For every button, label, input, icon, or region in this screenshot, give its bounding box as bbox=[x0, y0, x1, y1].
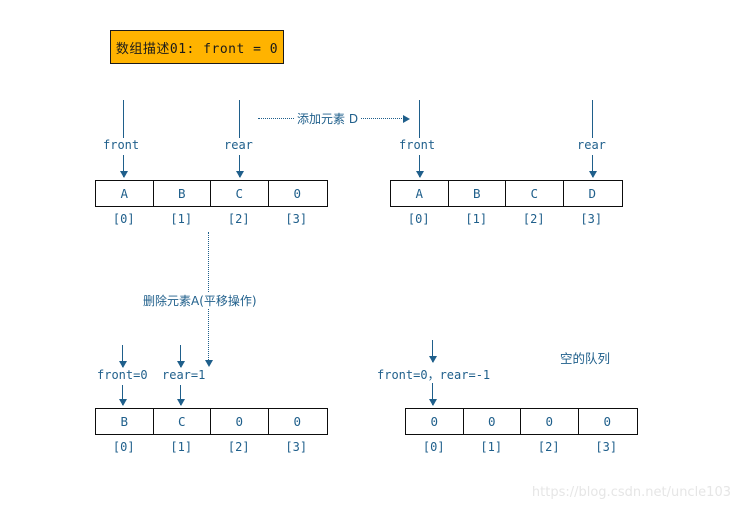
pointer-arrow-front-bottom-right bbox=[428, 383, 437, 406]
index-label: [0] bbox=[407, 212, 430, 226]
array-top-left: A B C 0 bbox=[95, 180, 328, 207]
label-empty-queue: 空的队列 bbox=[560, 351, 611, 366]
array-cell: A bbox=[96, 181, 154, 206]
index-label: [1] bbox=[170, 212, 193, 226]
array-cell: 0 bbox=[406, 409, 464, 434]
pointer-arrow-front-bottom-left bbox=[118, 385, 127, 406]
pointer-label-rear-bottom-left: rear=1 bbox=[160, 368, 208, 382]
index-row-bottom-left: [0] [1] [2] [3] bbox=[95, 440, 325, 454]
array-cell: B bbox=[96, 409, 154, 434]
pointer-arrow-front-top-right bbox=[415, 155, 424, 178]
pointer-label-front-bottom-left: front=0 bbox=[95, 368, 150, 382]
title-banner: 数组描述01: front = 0 bbox=[110, 30, 284, 64]
pointer-arrow-front-top-left bbox=[119, 155, 128, 178]
pointer-line-front-bottom-right bbox=[428, 340, 437, 363]
index-row-top-right: [0] [1] [2] [3] bbox=[390, 212, 620, 226]
label-delete-element-a: 删除元素A(平移操作) bbox=[140, 292, 260, 309]
index-label: [3] bbox=[580, 212, 603, 226]
pointer-label-front-top-left: front bbox=[101, 138, 142, 152]
index-label: [0] bbox=[112, 212, 135, 226]
array-cell: 0 bbox=[603, 414, 612, 429]
array-cell: 0 bbox=[211, 409, 269, 434]
index-label: [0] bbox=[112, 440, 135, 454]
index-row-top-left: [0] [1] [2] [3] bbox=[95, 212, 325, 226]
index-label: [2] bbox=[522, 212, 545, 226]
watermark: https://blog.csdn.net/uncle103 bbox=[531, 485, 731, 500]
array-bottom-right: 0 0 0 0 bbox=[405, 408, 638, 435]
pointer-label-rear-top-left: rear bbox=[222, 138, 255, 152]
pointer-line-front-bottom-left bbox=[118, 345, 127, 368]
index-label: [1] bbox=[465, 212, 488, 226]
index-label: [2] bbox=[227, 440, 250, 454]
index-label: [1] bbox=[170, 440, 193, 454]
array-cell: D bbox=[588, 186, 597, 201]
index-label: [3] bbox=[285, 212, 308, 226]
array-cell: C bbox=[211, 181, 269, 206]
index-row-bottom-right: [0] [1] [2] [3] bbox=[405, 440, 635, 454]
array-cell: C bbox=[154, 409, 211, 434]
pointer-line-rear-bottom-left bbox=[176, 345, 185, 368]
index-label: [2] bbox=[537, 440, 560, 454]
array-cell: 0 bbox=[293, 186, 302, 201]
index-label: [3] bbox=[285, 440, 308, 454]
index-label: [1] bbox=[480, 440, 503, 454]
array-top-right: A B C D bbox=[390, 180, 623, 207]
pointer-arrow-rear-bottom-left bbox=[176, 385, 185, 406]
pointer-label-rear-top-right: rear bbox=[575, 138, 608, 152]
array-cell: 0 bbox=[293, 414, 302, 429]
array-cell: B bbox=[449, 181, 506, 206]
array-cell: 0 bbox=[521, 409, 579, 434]
array-cell: A bbox=[391, 181, 449, 206]
array-cell: B bbox=[154, 181, 211, 206]
pointer-arrow-rear-top-left bbox=[235, 155, 244, 178]
array-bottom-left: B C 0 0 bbox=[95, 408, 328, 435]
pointer-label-front-top-right: front bbox=[397, 138, 438, 152]
pointer-label-front-rear-bottom-right: front=0，rear=-1 bbox=[375, 366, 493, 383]
array-cell: C bbox=[506, 181, 564, 206]
label-add-element-d: 添加元素 D bbox=[294, 110, 362, 127]
pointer-arrow-rear-top-right bbox=[588, 155, 597, 178]
index-label: [2] bbox=[227, 212, 250, 226]
index-label: [3] bbox=[595, 440, 618, 454]
array-cell: 0 bbox=[464, 409, 521, 434]
index-label: [0] bbox=[422, 440, 445, 454]
